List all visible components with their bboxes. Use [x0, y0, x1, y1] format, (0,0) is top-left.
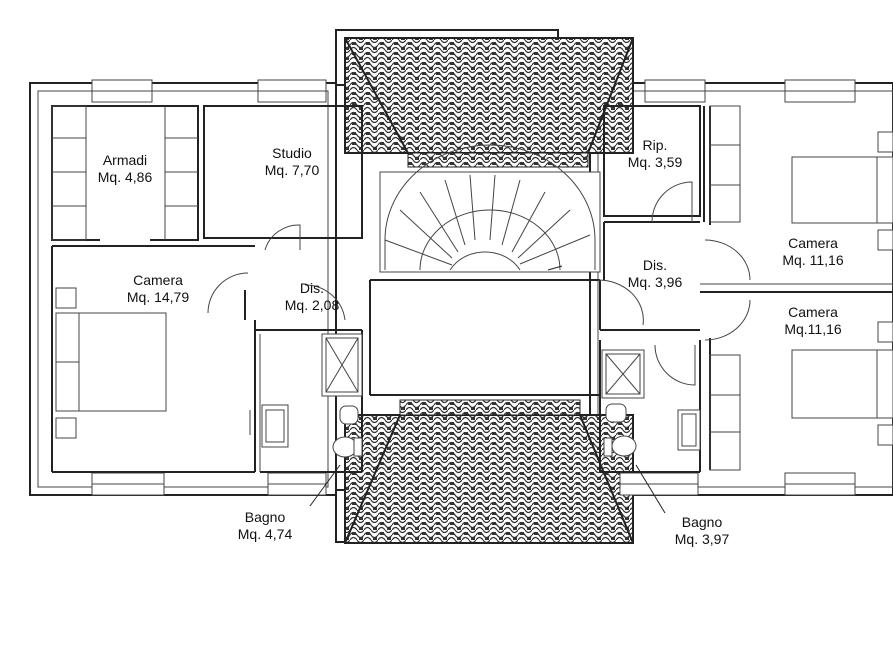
room-area: Mq. 11,16 [782, 252, 844, 268]
room-dis-west: Dis. Mq. 2,08 [285, 280, 339, 314]
room-name: Dis. [642, 257, 668, 273]
room-armadi: Armadi Mq. 4,86 [98, 152, 152, 186]
room-area: Mq. 14,79 [126, 289, 190, 305]
room-name: Dis. [299, 280, 325, 296]
beds-east [791, 131, 893, 446]
room-dis-east: Dis. Mq. 3,96 [628, 257, 682, 291]
room-rip: Rip. Mq. 3,59 [628, 137, 682, 171]
windows [91, 79, 856, 496]
room-name: Armadi [102, 152, 148, 168]
door-swings-west [207, 224, 346, 435]
room-name: Camera [788, 235, 838, 251]
room-name: Bagno [244, 509, 286, 525]
room-area: Mq. 4,74 [237, 526, 293, 542]
room-area: Mq.11,16 [784, 321, 842, 337]
central-corridor [369, 279, 601, 396]
room-area: Mq. 7,70 [264, 162, 320, 178]
room-area: Mq. 3,97 [674, 531, 730, 547]
room-bagno-west: Bagno Mq. 4,74 [238, 509, 292, 543]
room-name: Bagno [681, 514, 723, 530]
room-camera-north-east: Camera Mq. 11,16 [782, 235, 843, 269]
bathroom-west-fixtures [261, 333, 363, 458]
room-area: Mq. 2,08 [284, 297, 340, 313]
staircase [379, 144, 601, 273]
east-interior-walls [599, 105, 893, 473]
room-area: Mq. 3,59 [627, 154, 683, 170]
label-leaders [309, 265, 666, 514]
room-area: Mq. 4,86 [97, 169, 153, 185]
door-swings-east [597, 181, 751, 386]
room-name: Rip. [642, 137, 668, 153]
room-name: Camera [133, 272, 183, 288]
room-camera-west: Camera Mq. 14,79 [127, 272, 189, 306]
room-name: Studio [272, 145, 312, 161]
room-bagno-east: Bagno Mq. 3,97 [675, 514, 729, 548]
bathroom-east-fixtures [601, 349, 701, 457]
roof-tiles [344, 37, 634, 544]
bed-west [55, 287, 167, 439]
room-name: Camera [788, 304, 838, 320]
room-studio: Studio Mq. 7,70 [265, 145, 319, 179]
room-area: Mq. 3,96 [627, 274, 683, 290]
room-camera-south-east: Camera Mq.11,16 [784, 304, 841, 338]
